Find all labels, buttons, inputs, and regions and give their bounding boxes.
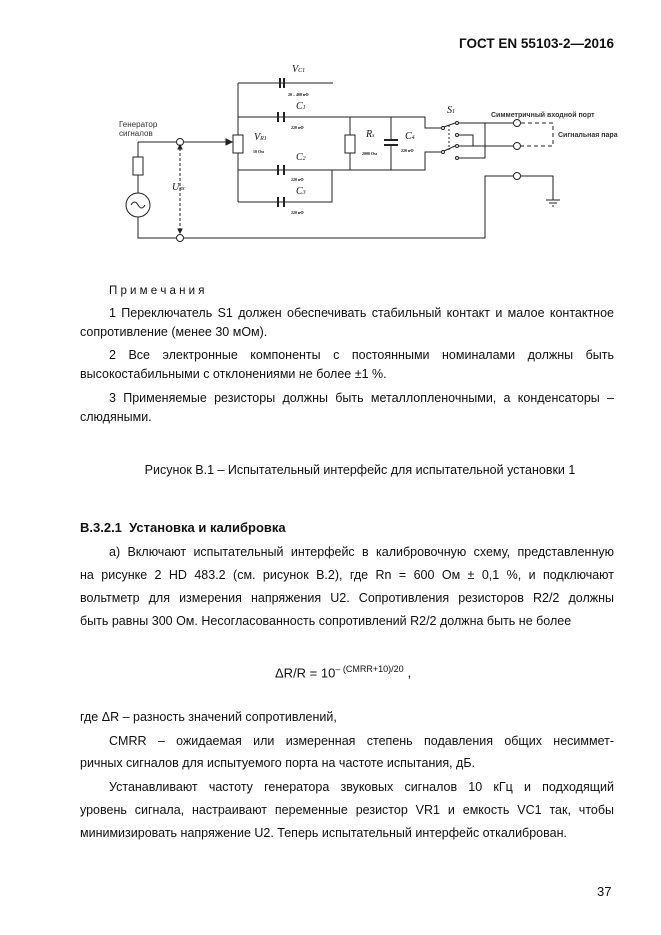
para-a-line: а) Включают испытательный интерфейс в ка… xyxy=(109,545,614,559)
rs-value: 2000 Ом xyxy=(362,151,377,156)
where-line: где ΔR – разность значений сопротивлений… xyxy=(80,710,337,724)
c3-label: C3 xyxy=(296,186,306,197)
port-wires xyxy=(459,122,513,159)
notes-title: П р и м е ч а н и я xyxy=(109,285,205,297)
circuit-wires xyxy=(349,117,392,170)
where-line: ричных сигналов для испытуемого порта на… xyxy=(80,756,476,770)
para-b-line: уровень сигнала, настраивают переменные … xyxy=(80,803,614,817)
port-terminal xyxy=(513,142,521,150)
note-3-cont: слюдяными. xyxy=(80,410,152,424)
c1-value: 220 пФ xyxy=(291,125,304,130)
uin-label: Uвх xyxy=(172,182,185,193)
pair-label: Сигнальная пара xyxy=(558,132,618,139)
capacitor-c4-plates xyxy=(384,139,398,146)
para-b-line: минимизировать напряжение U2. Теперь исп… xyxy=(80,826,567,840)
ground-icon xyxy=(546,199,560,207)
variable-resistor-vr1 xyxy=(232,134,244,154)
note-1-cont: сопротивление (менее 30 мОм). xyxy=(80,325,268,339)
para-a-line: быть равны 300 Ом. Несогласованность соп… xyxy=(80,614,572,628)
note-2-cont: высокостабильными с отклонениями не боле… xyxy=(80,367,387,381)
section-title: Установка и калибровка xyxy=(129,520,286,535)
c2-label: C2 xyxy=(296,152,306,163)
vr1-value: 10 Ом xyxy=(253,149,264,154)
capacitor-plates xyxy=(277,78,285,207)
generator-label: сигналов xyxy=(119,129,153,138)
c1-label: C1 xyxy=(296,101,306,112)
generator-label: Генератор xyxy=(119,120,158,129)
port-label: Симметричный входной порт xyxy=(491,111,595,119)
switch-s1 xyxy=(441,121,459,160)
vc1-label: VC1 xyxy=(292,64,305,75)
wiper-arrow-icon xyxy=(225,138,234,146)
c4-value: 220 пФ xyxy=(401,148,414,153)
circuit-diagram: VC1 20 – 400 пФ C1 220 пФ VR1 10 Ом C2 2… xyxy=(119,64,618,242)
note-3: 3 Применяемые резисторы должны быть мета… xyxy=(109,391,614,405)
generator-resistor xyxy=(132,156,144,176)
section-number: В.3.2.1 xyxy=(80,520,122,535)
page-number: 37 xyxy=(597,884,612,899)
c4-label: C4 xyxy=(405,131,415,142)
formula-exponent: – (CMRR+10)/20 xyxy=(335,664,404,674)
sine-wave-icon xyxy=(130,201,146,209)
note-1: 1 Переключатель S1 должен обеспечивать с… xyxy=(109,306,614,320)
para-a-line: вольтметр для измерения напряжения U2. С… xyxy=(80,591,614,605)
document-header: ГОСТ EN 55103-2—2016 xyxy=(459,36,614,51)
signal-pair-dashed xyxy=(521,122,554,147)
resistor-rs xyxy=(344,134,356,154)
figure-caption: Рисунок В.1 – Испытательный интерфейс дл… xyxy=(144,463,576,477)
c2-value: 220 пФ xyxy=(291,177,304,182)
c3-value: 220 пФ xyxy=(291,210,304,215)
vc1-value: 20 – 400 пФ xyxy=(288,92,309,97)
formula: ΔR/R = 10– (CMRR+10)/20, xyxy=(275,664,411,680)
terminal xyxy=(176,234,184,242)
s1-label: S1 xyxy=(447,105,455,116)
terminal xyxy=(513,172,521,180)
para-a-line: на рисунке 2 HD 483.2 (см. рисунок В.2),… xyxy=(80,568,614,582)
vr1-label: VR1 xyxy=(254,132,267,143)
formula-tail: , xyxy=(407,665,412,681)
return-wires xyxy=(137,142,554,239)
uin-arrows-icon xyxy=(177,143,183,235)
circuit-wires xyxy=(237,82,441,203)
rs-label: Rs xyxy=(365,129,375,140)
note-2: 2 Все электронные компоненты с постоянны… xyxy=(109,348,614,362)
para-b-line: Устанавливают частоту генератора звуковы… xyxy=(109,780,614,794)
formula-lhs: ΔR/R = 10 xyxy=(275,665,336,681)
port-terminal xyxy=(513,119,521,127)
where-line: CMRR – ожидаемая или измеренная степень … xyxy=(109,734,614,748)
section-heading: В.3.2.1 Установка и калибровка xyxy=(80,520,614,535)
